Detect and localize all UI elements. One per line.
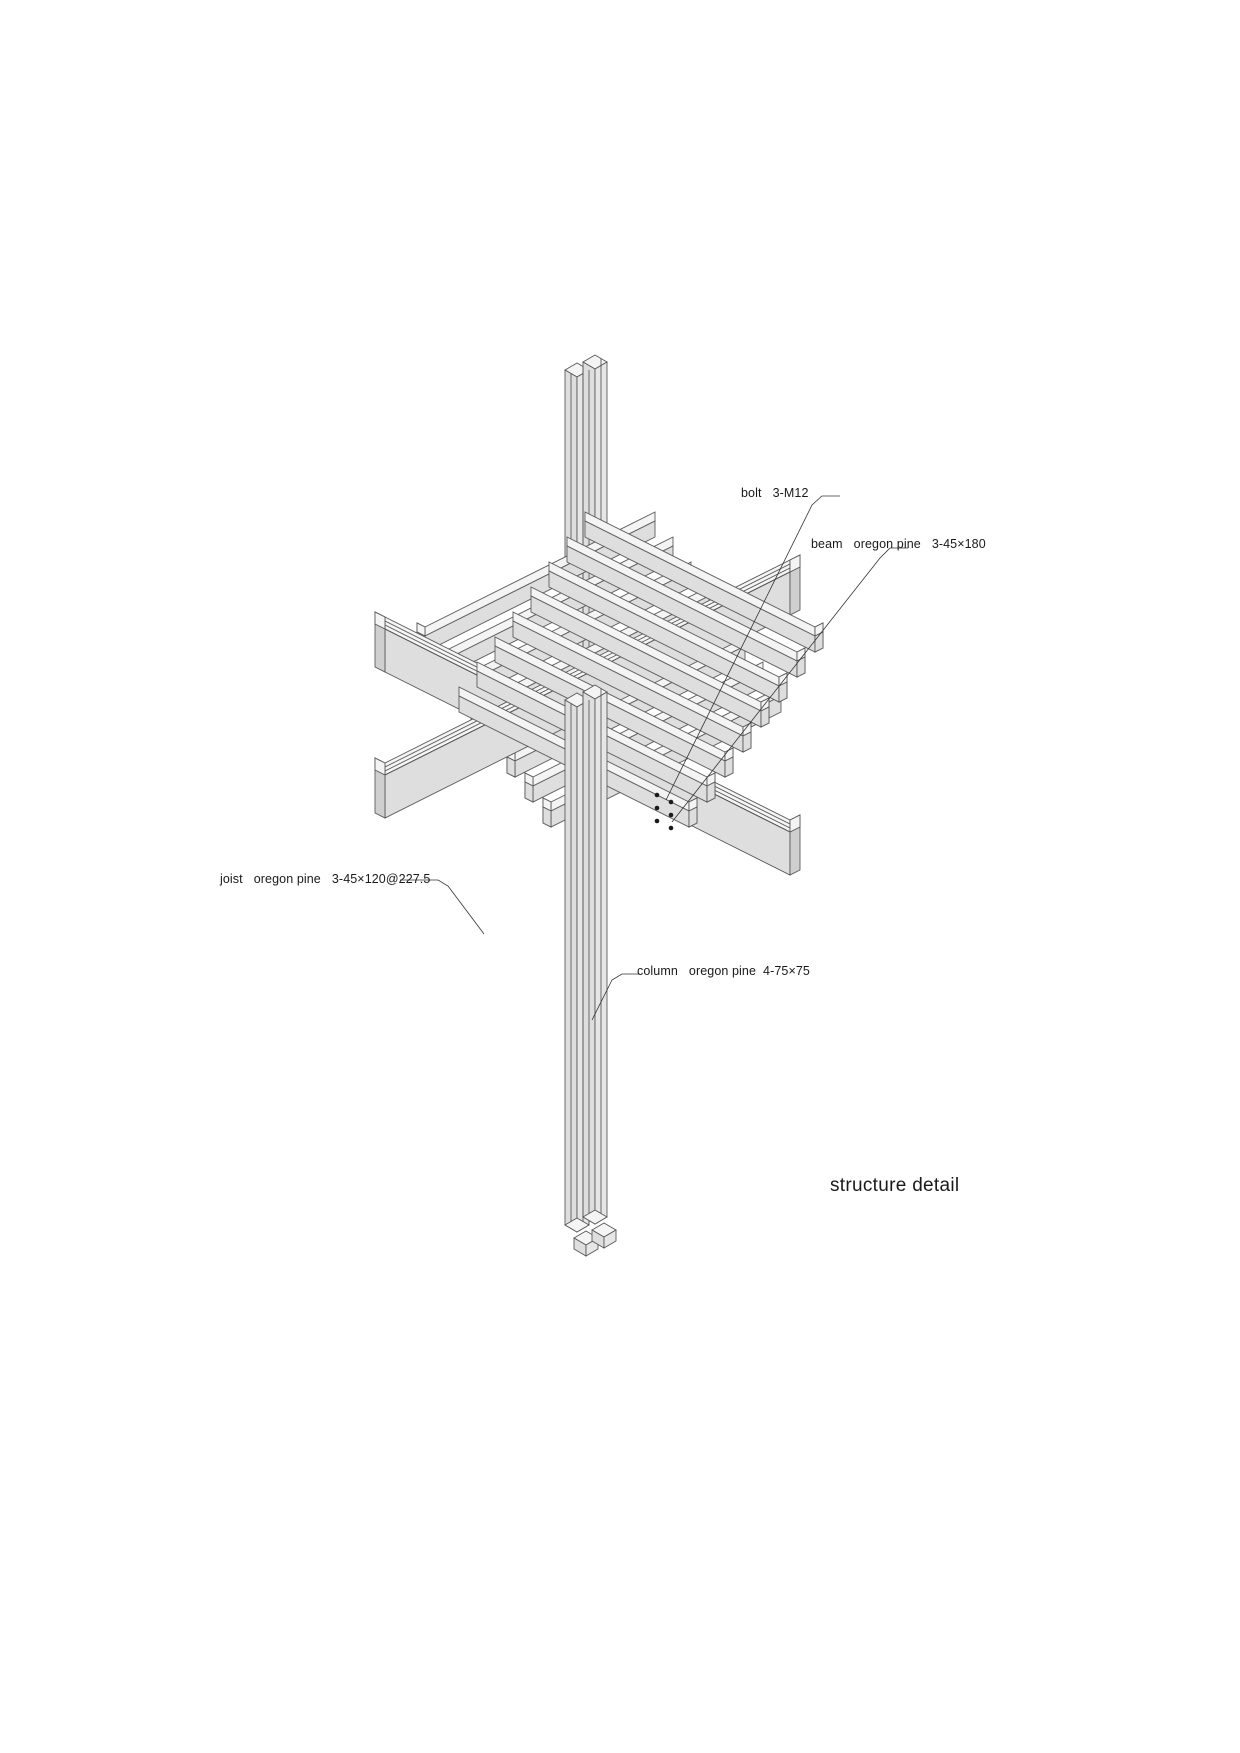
leader-lines	[400, 495, 908, 1021]
label-beam-spec: 3-45×180	[931, 537, 986, 551]
label-column-name: column	[637, 964, 678, 978]
label-bolt-name: bolt	[741, 486, 762, 500]
label-joist: joist oregon pine 3-45×120@227.5	[220, 872, 430, 886]
label-joist-spec: 3-45×120@227.5	[331, 872, 431, 886]
label-bolt: bolt 3-M12	[741, 486, 809, 500]
label-joist-material: oregon pine	[253, 872, 321, 886]
column-lower	[564, 684, 617, 1257]
label-column: column oregon pine 4-75×75	[637, 964, 810, 978]
label-column-spec: 4-75×75	[763, 964, 810, 978]
label-beam-material: oregon pine	[853, 537, 921, 551]
drawing-title: structure detail	[830, 1175, 960, 1196]
label-beam-name: beam	[811, 537, 843, 551]
label-column-material: oregon pine	[688, 964, 757, 978]
label-bolt-spec: 3-M12	[772, 486, 809, 500]
bolt-group	[654, 792, 674, 831]
label-beam: beam oregon pine 3-45×180	[811, 537, 986, 551]
label-joist-name: joist	[220, 872, 243, 886]
